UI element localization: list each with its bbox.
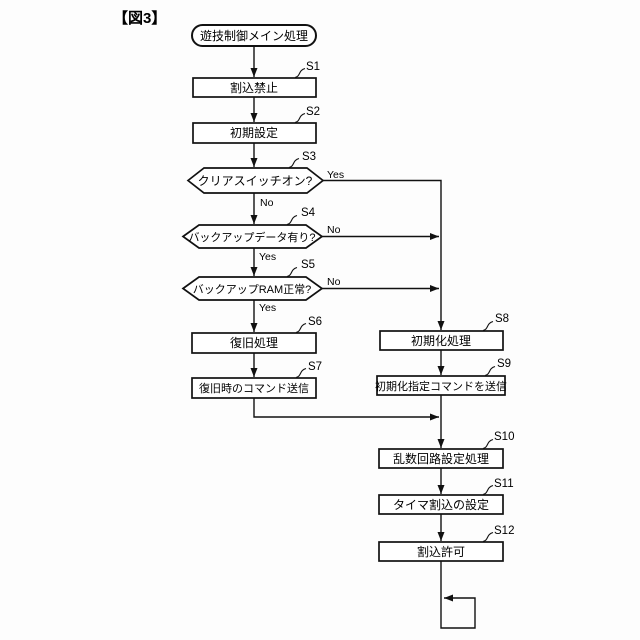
branch-label-s4-yes: Yes <box>259 251 276 263</box>
branch-label-s4-no: No <box>327 224 341 236</box>
start-oval <box>191 24 317 47</box>
process-label-s1: 割込禁止 <box>230 80 278 95</box>
step-ref-s7: S7 <box>308 361 322 373</box>
process-box-s7 <box>191 377 317 399</box>
decision-label-s3: クリアスイッチオン? <box>198 174 313 188</box>
node-s3: クリアスイッチオン? S3 Yes No <box>186 151 344 209</box>
step-ref-s1: S1 <box>306 61 320 73</box>
decision-label-s4: バックアップデータ有り? <box>188 230 315 244</box>
branch-label-s3-yes: Yes <box>327 169 344 181</box>
step-ref-s6: S6 <box>308 316 322 328</box>
step-ref-connector-s3 <box>288 157 300 169</box>
decision-label-s5: バックアップRAM正常? <box>193 283 312 296</box>
process-box-s10 <box>378 448 504 469</box>
step-ref-connector-s10 <box>482 438 494 450</box>
step-ref-s2: S2 <box>306 106 320 118</box>
process-label-s10: 乱数回路設定処理 <box>393 451 489 466</box>
node-s10: 乱数回路設定処理 S10 <box>378 431 514 469</box>
node-s4: バックアップデータ有り? S4 No Yes <box>181 207 341 263</box>
process-box-s11 <box>378 494 504 515</box>
step-ref-connector-s7 <box>295 367 307 379</box>
start-label: 遊技制御メイン処理 <box>200 28 308 43</box>
branch-label-s5-no: No <box>327 276 341 288</box>
connector-s7-join-s10 <box>253 398 439 421</box>
process-label-s6: 復旧処理 <box>230 335 278 350</box>
step-ref-s12: S12 <box>494 525 514 537</box>
step-ref-s5: S5 <box>301 259 315 271</box>
node-s5: バックアップRAM正常? S5 No Yes <box>181 259 341 314</box>
process-box-s2 <box>192 122 317 144</box>
step-ref-connector-s1 <box>294 67 306 79</box>
process-label-s9: 初期化指定コマンドを送信 <box>375 379 507 393</box>
step-ref-connector-s5 <box>286 266 298 278</box>
connectors <box>250 46 476 629</box>
decision-hexagon-s3 <box>186 167 325 194</box>
node-s2: 初期設定 S2 <box>192 106 320 144</box>
step-ref-s4: S4 <box>301 207 316 219</box>
node-s11: タイマ割込の設定 S11 <box>378 478 514 515</box>
process-label-s8: 初期化処理 <box>411 334 471 348</box>
step-ref-s3: S3 <box>302 151 316 163</box>
step-ref-s11: S11 <box>494 478 514 490</box>
node-s8: 初期化処理 S8 <box>379 313 509 351</box>
step-ref-connector-s6 <box>295 322 307 334</box>
step-ref-connector-s9 <box>484 365 496 377</box>
step-ref-connector-s11 <box>482 484 494 496</box>
step-ref-s9: S9 <box>497 358 511 370</box>
node-s12: 割込許可 S12 <box>378 525 514 562</box>
process-label-s2: 初期設定 <box>230 125 278 140</box>
process-box-s9 <box>376 375 506 396</box>
decision-hexagon-s4 <box>181 224 324 249</box>
connector-main-loop <box>440 561 476 629</box>
figure-caption: 【図3】 <box>113 9 166 27</box>
process-label-s7: 復旧時のコマンド送信 <box>199 381 309 395</box>
connector-s3-yes-s8 <box>323 179 445 330</box>
process-label-s12: 割込許可 <box>417 544 465 559</box>
step-ref-s10: S10 <box>494 431 514 443</box>
process-box-s6 <box>191 332 317 354</box>
branch-label-s3-no: No <box>260 197 274 209</box>
process-label-s11: タイマ割込の設定 <box>393 497 489 512</box>
branch-label-s5-yes: Yes <box>259 302 276 314</box>
step-ref-connector-s12 <box>482 531 494 543</box>
node-s9: 初期化指定コマンドを送信 S9 <box>375 358 511 396</box>
step-ref-connector-s2 <box>294 112 306 124</box>
process-box-s8 <box>379 330 504 351</box>
node-s7: 復旧時のコマンド送信 S7 <box>191 361 322 399</box>
step-ref-connector-s8 <box>482 320 494 332</box>
node-start: 遊技制御メイン処理 <box>191 24 317 47</box>
process-box-s1 <box>192 77 317 98</box>
node-s1: 割込禁止 S1 <box>192 61 320 98</box>
step-ref-s8: S8 <box>495 313 509 325</box>
step-ref-connector-s4 <box>286 214 298 226</box>
process-box-s12 <box>378 541 504 562</box>
node-s6: 復旧処理 S6 <box>191 316 322 354</box>
decision-hexagon-s5 <box>181 276 324 301</box>
